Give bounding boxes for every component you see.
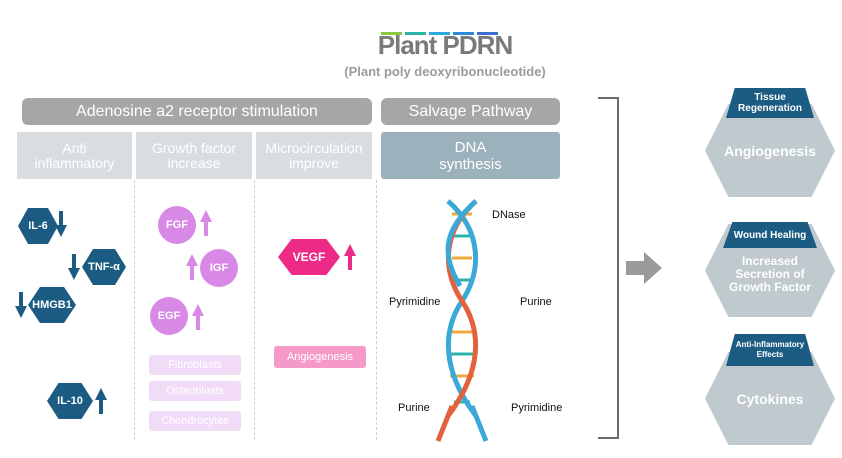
igf-marker: IGF — [200, 249, 238, 287]
tag-tissue-regeneration: Tissue Regeneration — [726, 88, 814, 118]
column-divider — [376, 180, 377, 440]
arrow-down-icon — [15, 292, 27, 318]
dnase-label: DNase — [492, 209, 526, 221]
angiogenesis-label: Angiogenesis — [274, 346, 366, 368]
arrow-up-icon — [192, 304, 204, 330]
arrow-up-icon — [344, 244, 356, 270]
column-header-growth-factor: Growth factor increase — [136, 132, 252, 179]
tag-wound-healing: Wound Healing — [723, 222, 817, 248]
fgf-marker: FGF — [158, 206, 196, 244]
cell-label-chondrocytes: Chondrocytes — [149, 411, 241, 431]
adenosine-section-header: Adenosine a2 receptor stimulation — [22, 98, 372, 125]
il6-marker: IL-6 — [18, 208, 58, 244]
arrow-up-icon — [186, 254, 198, 280]
cell-label-osteoblasts: Osteoblasts — [149, 381, 241, 401]
column-divider — [254, 180, 255, 440]
bracket-icon — [598, 97, 619, 439]
arrow-up-icon — [95, 388, 107, 414]
pyrimidine-label-bottom: Pyrimidine — [511, 402, 563, 414]
column-divider — [134, 180, 135, 440]
column-header-anti-inflammatory: Anti inflammatory — [17, 132, 132, 179]
salvage-section-header: Salvage Pathway — [381, 98, 560, 125]
arrow-up-icon — [200, 210, 212, 236]
page-title: Plant PDRN — [377, 30, 513, 60]
hmgb1-marker: HMGB1 — [28, 287, 76, 323]
page-subtitle: (Plant poly deoxyribonucleotide) — [344, 64, 546, 79]
arrow-down-icon — [55, 211, 67, 237]
column-header-microcirculation: Microcirculation improve — [256, 132, 372, 179]
pyrimidine-label-top: Pyrimidine — [389, 296, 441, 308]
outcome-cytokines: Cytokines — [705, 352, 835, 445]
vegf-marker: VEGF — [278, 239, 340, 275]
cell-label-fibroblasts: Fibroblasts — [149, 355, 241, 375]
outcome-angiogenesis: Angiogenesis — [705, 104, 835, 197]
purine-label-top: Purine — [520, 296, 552, 308]
arrow-down-icon — [68, 254, 80, 280]
dna-helix-icon — [435, 199, 489, 442]
arrow-right-icon — [626, 252, 662, 284]
purine-label-bottom: Purine — [398, 402, 430, 414]
egf-marker: EGF — [150, 297, 188, 335]
tnf-alpha-marker: TNF-α — [82, 249, 126, 285]
tag-anti-inflammatory-effects: Anti-Inflammatory Effects — [726, 334, 814, 366]
il10-marker: IL-10 — [47, 383, 93, 419]
column-header-dna-synthesis: DNA synthesis — [381, 132, 560, 179]
